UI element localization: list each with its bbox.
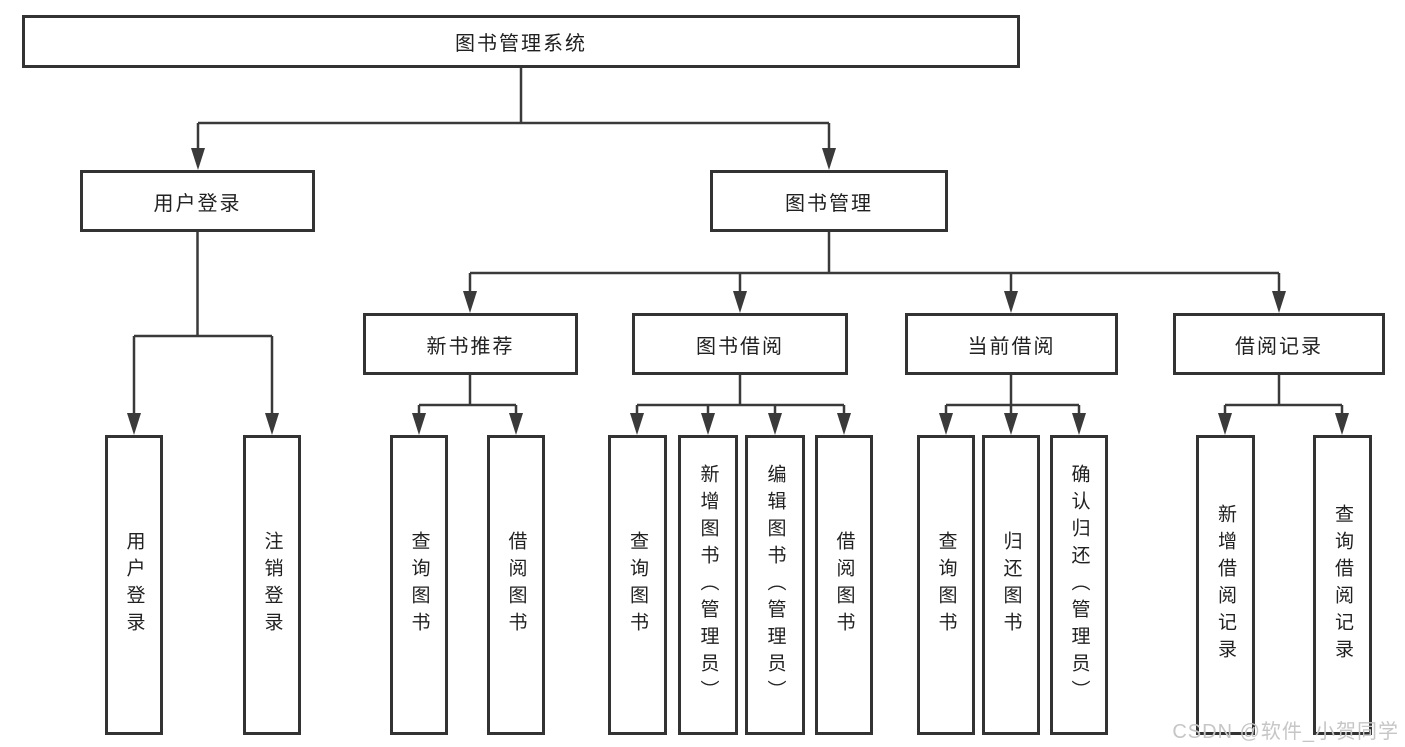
leaf-edit-books-admin: 编辑图书（管理员） [745,435,805,735]
leaf-query-books-3: 查询图书 [917,435,975,735]
leaf-confirm-return-admin: 确认归还（管理员） [1050,435,1108,735]
leaf-label: 确认归还（管理员） [1068,463,1090,707]
arrowhead-icon [837,413,851,435]
arrowhead-icon [1004,291,1018,313]
arrowhead-icon [768,413,782,435]
arrowhead-icon [463,291,477,313]
arrowhead-icon [1004,413,1018,435]
node-new-book-recommend: 新书推荐 [363,313,578,375]
node-book-management: 图书管理 [710,170,948,232]
leaf-query-books-1: 查询图书 [390,435,448,735]
leaf-label: 新增借阅记录 [1215,504,1236,666]
arrowhead-icon [1272,291,1286,313]
arrowhead-icon [1072,413,1086,435]
leaf-borrow-books-1: 借阅图书 [487,435,545,735]
connector-new-book-branch [412,375,523,435]
leaf-return-books: 归还图书 [982,435,1040,735]
arrowhead-icon [630,413,644,435]
connector-book-management-branch [463,232,1286,313]
arrowhead-icon [191,148,205,170]
node-book-borrow: 图书借阅 [632,313,848,375]
leaf-label: 查询图书 [627,531,648,639]
node-user-login: 用户登录 [80,170,315,232]
connector-book-borrow-branch [630,375,851,435]
leaf-label: 用户登录 [123,531,145,639]
arrowhead-icon [127,413,141,435]
leaf-label: 查询图书 [935,531,957,639]
connector-root-to-level2 [191,68,836,170]
leaf-add-borrow-record: 新增借阅记录 [1196,435,1255,735]
leaf-query-borrow-record: 查询借阅记录 [1313,435,1372,735]
leaf-label: 归还图书 [1000,531,1022,639]
node-library-system: 图书管理系统 [22,15,1020,68]
arrowhead-icon [509,413,523,435]
arrowhead-icon [1218,413,1232,435]
connector-current-borrow-branch [939,375,1086,435]
leaf-label: 借阅图书 [833,531,855,639]
csdn-watermark: CSDN @软件_小贺同学 [1172,721,1399,743]
leaf-label: 查询图书 [408,531,430,639]
node-borrow-record: 借阅记录 [1173,313,1385,375]
leaf-borrow-books-2: 借阅图书 [815,435,873,735]
leaf-label: 编辑图书（管理员） [764,463,786,707]
arrowhead-icon [412,413,426,435]
arrowhead-icon [701,413,715,435]
arrowhead-icon [822,148,836,170]
leaf-logout: 注销登录 [243,435,301,735]
connector-user-login-branch [127,232,279,435]
leaf-user-login: 用户登录 [105,435,163,735]
leaf-label: 借阅图书 [505,531,527,639]
arrowhead-icon [1335,413,1349,435]
node-current-borrow: 当前借阅 [905,313,1118,375]
leaf-label: 查询借阅记录 [1332,504,1353,666]
leaf-add-books-admin: 新增图书（管理员） [678,435,738,735]
leaf-query-books-2: 查询图书 [608,435,667,735]
connector-borrow-record-branch [1218,375,1349,435]
arrowhead-icon [733,291,747,313]
leaf-label: 注销登录 [261,531,283,639]
leaf-label: 新增图书（管理员） [697,463,719,707]
arrowhead-icon [939,413,953,435]
arrowhead-icon [265,413,279,435]
